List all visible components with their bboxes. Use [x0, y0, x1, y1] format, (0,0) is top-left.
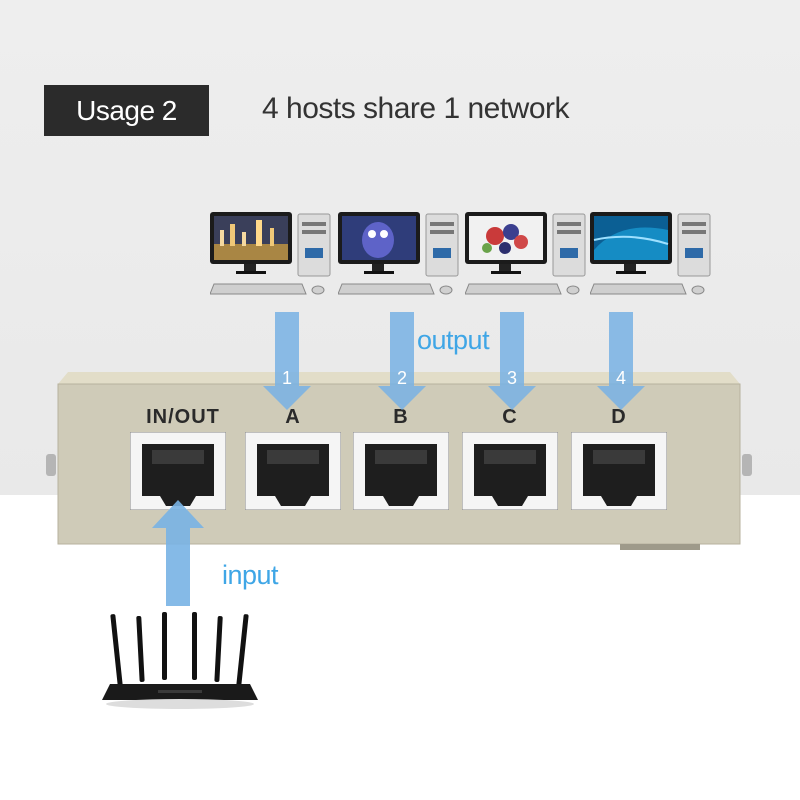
computer-icon [590, 212, 711, 295]
arrow-up-icon [152, 500, 204, 528]
arrow-down-icon [263, 386, 311, 410]
output-arrow-2 [390, 312, 414, 386]
port-a [245, 432, 341, 510]
port-b [353, 432, 449, 510]
port-c [462, 432, 558, 510]
output-number-4: 4 [615, 368, 626, 388]
computer-icon [465, 212, 586, 295]
output-arrow-4 [609, 312, 633, 386]
usage-badge: Usage 2 [44, 85, 209, 136]
port-label-d: D [611, 406, 627, 428]
output-number-3: 3 [506, 368, 517, 388]
port-label-b: B [393, 406, 409, 428]
port-label-a: A [285, 406, 301, 428]
output-arrow-3 [500, 312, 524, 386]
output-arrow-1 [275, 312, 299, 386]
input-arrow [166, 528, 190, 606]
computer-icon [210, 212, 331, 295]
output-label: output [417, 325, 490, 355]
port-label-in-out: IN/OUT [146, 406, 220, 428]
arrow-down-icon [488, 386, 536, 410]
port-in-out [130, 432, 226, 510]
headline: 4 hosts share 1 network [262, 92, 570, 125]
computer-icon [338, 212, 459, 295]
input-label: input [222, 560, 279, 590]
port-d [571, 432, 667, 510]
output-number-1: 1 [281, 368, 292, 388]
arrow-down-icon [597, 386, 645, 410]
port-label-c: C [502, 406, 518, 428]
arrow-down-icon [378, 386, 426, 410]
output-number-2: 2 [396, 368, 407, 388]
router-icon [102, 612, 258, 709]
